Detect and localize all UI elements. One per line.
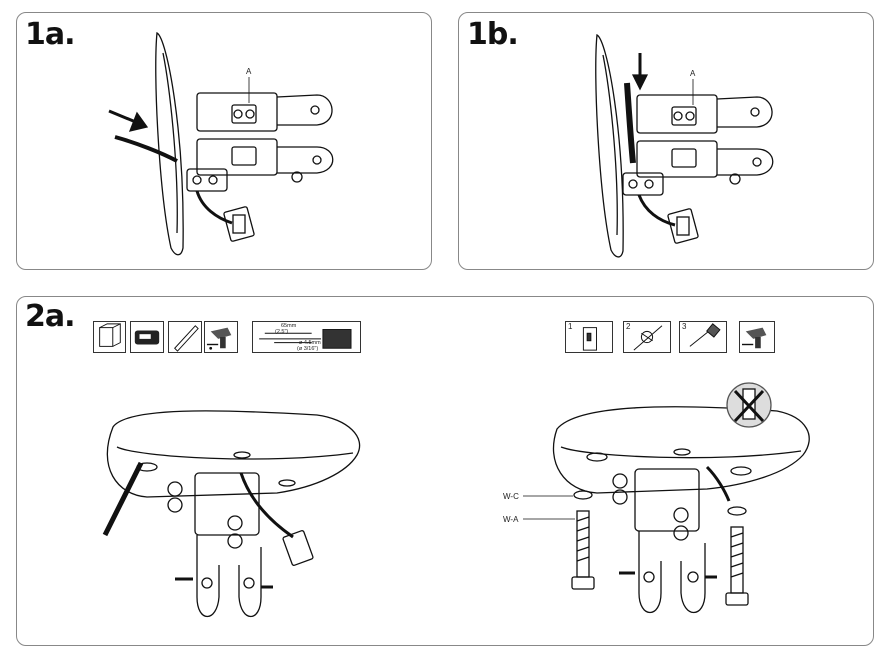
step-label-2a: 2a.	[25, 299, 76, 334]
mount-illustration-1b	[595, 33, 774, 258]
drill-icon	[204, 321, 238, 353]
mount-illustration-1a	[108, 31, 334, 256]
panel-2a: 2a. 65mm (2.5") ø 4.5mm (ø 3/16") 1 2 3 …	[16, 296, 874, 646]
step-label-1b: 1b.	[467, 17, 519, 52]
wall-stud-icon	[93, 321, 126, 353]
bolt-label-wa: W-A	[503, 515, 519, 524]
step-number: 1	[568, 322, 573, 331]
panel-1a: 1a. A	[16, 12, 432, 270]
drill-bit-imperial: (ø 3/16")	[297, 346, 319, 352]
stud-finder-icon	[130, 321, 164, 353]
step-number: 2	[626, 322, 631, 331]
mount-illustration-2a-left	[102, 382, 810, 617]
drill-icon	[739, 321, 775, 353]
part-label-a: A	[246, 67, 252, 76]
step-label-1a: 1a.	[25, 17, 76, 52]
hole-marking-icon: 2	[623, 321, 671, 353]
drill-bit-text: ø 4.5mm	[299, 340, 321, 346]
drill-depth-text: 65mm	[281, 323, 297, 329]
washer-label-wc: W-C	[503, 492, 519, 501]
wall-panel-icon: 1	[565, 321, 613, 353]
step-number: 3	[682, 322, 687, 331]
panel-1b: 1b. A	[458, 12, 874, 270]
drill-depth-icon: 65mm (2.5") ø 4.5mm (ø 3/16")	[252, 321, 361, 353]
screwdriver-icon: 3	[679, 321, 727, 353]
part-label-a: A	[690, 69, 696, 78]
drill-depth-imperial: (2.5")	[275, 329, 289, 335]
pencil-icon	[168, 321, 202, 353]
